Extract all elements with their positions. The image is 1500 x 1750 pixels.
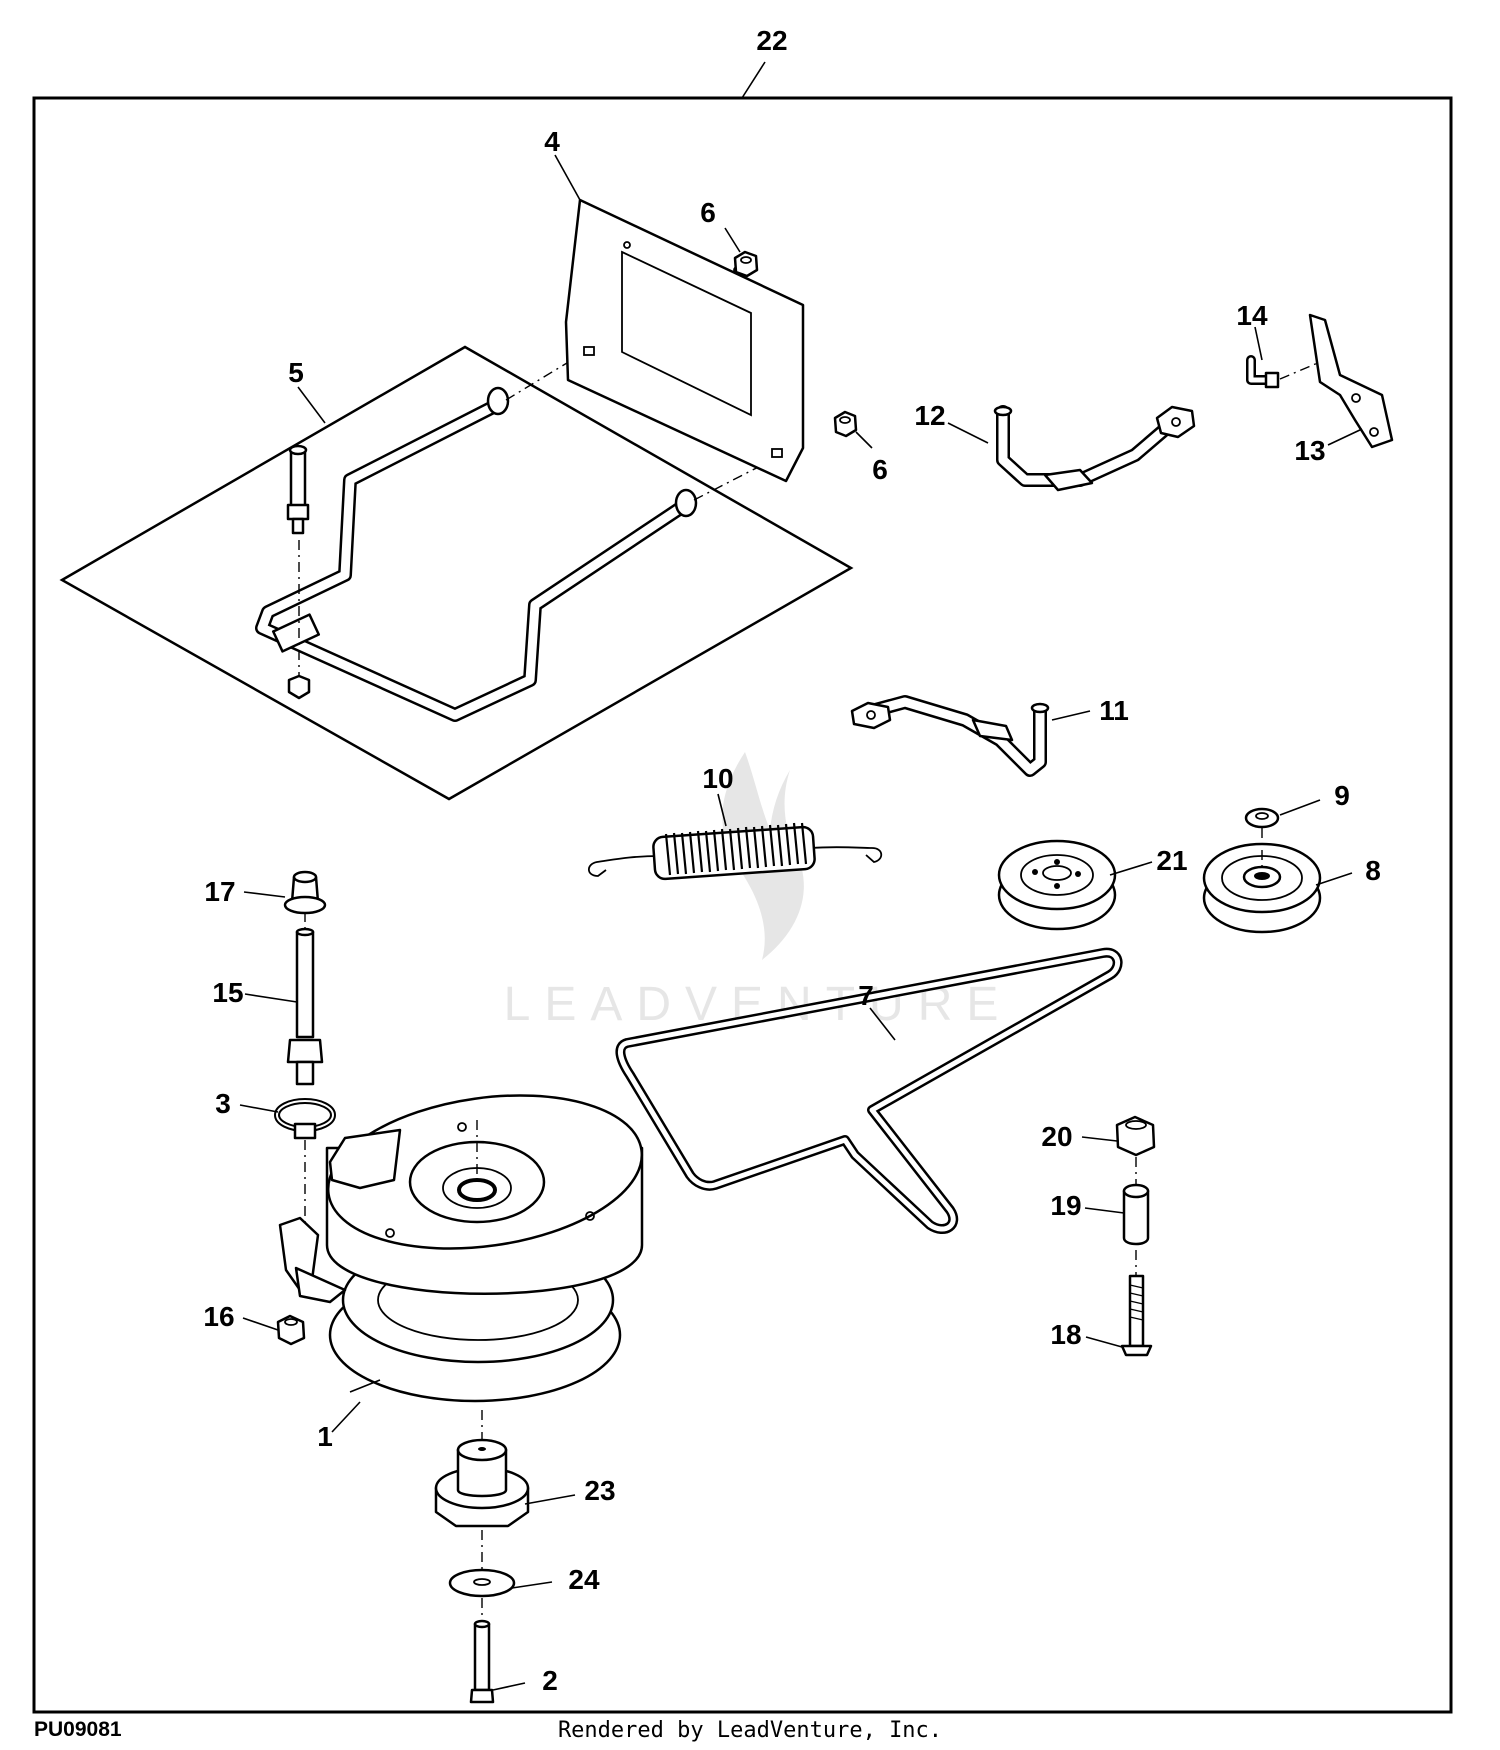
assembly-leader bbox=[741, 61, 766, 99]
part-24-washer: 24 bbox=[448, 1530, 600, 1598]
callout-14: 14 bbox=[1236, 300, 1268, 331]
callout-17: 17 bbox=[204, 876, 235, 907]
callout-9: 9 bbox=[1334, 780, 1350, 811]
part-13-bracket: 13 bbox=[1294, 313, 1394, 466]
callout-15: 15 bbox=[212, 977, 243, 1008]
callout-12: 12 bbox=[914, 400, 945, 431]
part-4-plate: 4 bbox=[544, 126, 805, 483]
callout-24: 24 bbox=[568, 1564, 600, 1595]
part-3-snap-ring: 3 bbox=[215, 1088, 336, 1270]
callout-19: 19 bbox=[1050, 1190, 1081, 1221]
part-18-bolt: 18 bbox=[1050, 1250, 1153, 1357]
part-19-spacer: 19 bbox=[1050, 1157, 1150, 1246]
callout-7: 7 bbox=[858, 980, 874, 1011]
callout-20: 20 bbox=[1041, 1121, 1072, 1152]
part-2-bolt: 2 bbox=[469, 1598, 558, 1704]
callout-8: 8 bbox=[1365, 855, 1381, 886]
part-14-pin: 14 bbox=[1236, 300, 1321, 389]
callout-4: 4 bbox=[544, 126, 560, 157]
part-20-nut: 20 bbox=[1041, 1115, 1156, 1157]
part-11-rod: 11 bbox=[850, 695, 1129, 777]
callout-6-lower: 6 bbox=[872, 454, 888, 485]
callout-3: 3 bbox=[215, 1088, 231, 1119]
part-6-nut-lower: 6 bbox=[833, 410, 888, 485]
part-16-nut: 16 bbox=[203, 1301, 306, 1346]
part-5-rod-assembly: 5 bbox=[59, 345, 854, 801]
part-15-shaft: 15 bbox=[212, 912, 324, 1086]
part-10-spring: 10 bbox=[587, 763, 883, 881]
callout-16: 16 bbox=[203, 1301, 234, 1332]
part-17-bushing: 17 bbox=[204, 870, 327, 915]
part-6-nut-upper: 6 bbox=[700, 197, 759, 278]
render-credit: Rendered by LeadVenture, Inc. bbox=[557, 1718, 943, 1743]
callout-21: 21 bbox=[1156, 845, 1187, 876]
part-21-pulley: 21 bbox=[997, 839, 1188, 931]
callout-23: 23 bbox=[584, 1475, 615, 1506]
callout-10: 10 bbox=[702, 763, 733, 794]
figure-code: PU09081 bbox=[34, 1718, 122, 1741]
part-8-idler-pulley: 8 bbox=[1202, 842, 1381, 934]
mounting-panel-outline bbox=[59, 345, 854, 801]
part-1-clutch: 1 bbox=[278, 1094, 644, 1452]
callout-11: 11 bbox=[1099, 695, 1129, 726]
part-7-belt: 7 bbox=[615, 947, 1123, 1234]
callout-13: 13 bbox=[1294, 435, 1325, 466]
part-23-adapter: 23 bbox=[434, 1410, 616, 1528]
callout-1: 1 bbox=[317, 1421, 333, 1452]
part-12-rod: 12 bbox=[914, 400, 1196, 492]
callout-22: 22 bbox=[756, 25, 787, 56]
callout-6-upper: 6 bbox=[700, 197, 716, 228]
callout-18: 18 bbox=[1050, 1319, 1081, 1350]
callout-2: 2 bbox=[542, 1665, 558, 1696]
callout-5: 5 bbox=[288, 357, 304, 388]
part-9-bolt: 9 bbox=[1244, 780, 1350, 868]
